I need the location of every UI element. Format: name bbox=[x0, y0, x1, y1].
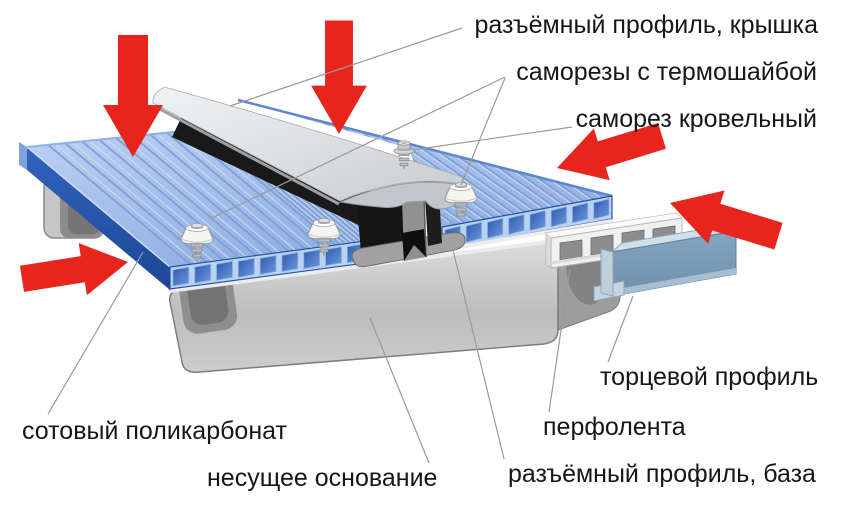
label-roofing-screw: саморез кровельный bbox=[575, 105, 817, 133]
label-base-profile: разъёмный профиль, база bbox=[508, 460, 816, 488]
end-profile bbox=[593, 221, 748, 302]
split-profile-cover bbox=[152, 86, 466, 210]
label-perforated-tape: перфолента bbox=[543, 413, 686, 441]
arrow-left-side bbox=[17, 235, 133, 305]
label-cover-profile: разъёмный профиль, крышка bbox=[474, 11, 818, 39]
label-polycarbonate: сотовый поликарбонат bbox=[22, 417, 287, 445]
leader-base-support bbox=[369, 317, 430, 464]
leader-cover-profile bbox=[229, 27, 463, 107]
leader-polycarbonate bbox=[47, 251, 144, 415]
leader-perforated-tape bbox=[548, 268, 571, 413]
leader-base-profile bbox=[451, 245, 505, 460]
label-base-support: несущее основание bbox=[207, 464, 438, 492]
label-end-profile: торцевой профиль bbox=[600, 363, 819, 391]
leader-washer-screw-1 bbox=[209, 76, 506, 220]
leader-end-profile bbox=[607, 295, 634, 363]
arrow-down-right bbox=[311, 20, 367, 134]
leader-washer-screw-2 bbox=[460, 77, 506, 186]
leader-roofing-screw bbox=[411, 126, 573, 151]
bearing-base-beam bbox=[168, 233, 621, 374]
label-thermo-washer-screws: саморезы с термошайбой bbox=[516, 58, 817, 86]
leader-lines bbox=[47, 27, 634, 464]
